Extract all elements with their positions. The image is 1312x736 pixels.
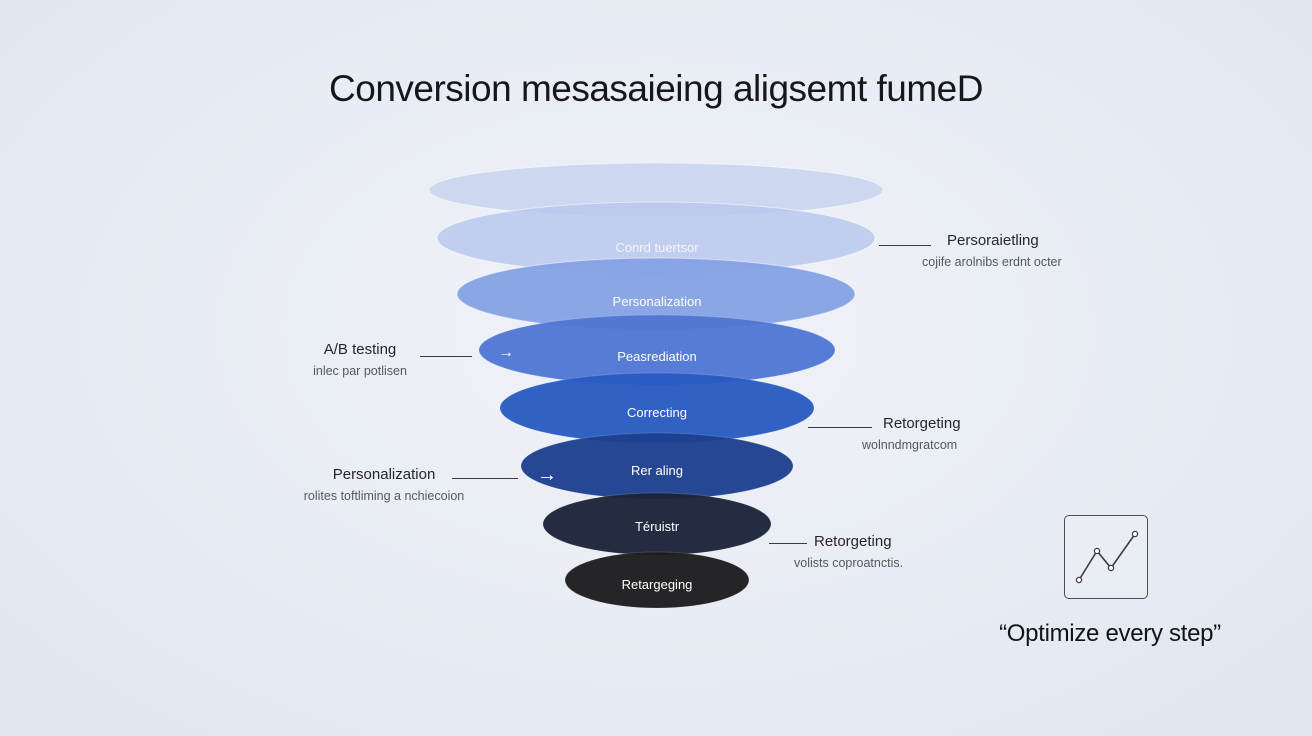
- funnel-layer-7: [564, 551, 750, 609]
- callout-heading: A/B testing: [323, 341, 397, 358]
- leader-line-left-1: [420, 356, 472, 357]
- funnel-layer-label-4: Correcting: [627, 405, 687, 420]
- callout-heading: Personalization: [332, 466, 436, 483]
- funnel-layer-label-1: Conrd tuertsor: [615, 240, 699, 255]
- callout-subtext: cojife arolnibs erdnt octer: [922, 255, 1062, 269]
- callout-heading: Retorgeting: [883, 415, 961, 432]
- leader-line-right-3: [769, 543, 807, 544]
- callout-subtext: volists coproatnctis.: [794, 556, 904, 570]
- leader-line-right-2: [808, 427, 872, 428]
- funnel-layer-label-2: Personalization: [612, 294, 702, 309]
- line-chart-icon: [1064, 515, 1148, 599]
- funnel-layer-label-5: Rer aling: [630, 463, 684, 478]
- callout-subtext: wolnndmgratcom: [862, 438, 958, 452]
- callout-subtext: rolites toftliming a nchiecoion: [303, 489, 465, 503]
- leader-line-right-1: [879, 245, 931, 246]
- arrow-icon: →: [498, 344, 514, 361]
- funnel-layer-label-7: Retargeging: [621, 577, 693, 592]
- tagline-quote: “Optimize every step”: [999, 620, 1221, 647]
- line-chart-icon-graphic: [1075, 530, 1139, 584]
- callout-subtext: inlec par potlisen: [313, 364, 407, 378]
- leader-line-left-2: [452, 478, 518, 479]
- callout-left-1: A/B testing inlec par potlisen: [300, 341, 420, 378]
- page-title: Conversion mesasaieing aligsemt fumeD: [329, 68, 983, 109]
- callout-right-2: Retorgeting wolnndmgratcom: [862, 415, 961, 452]
- funnel-layer-label-3: Peasrediation: [617, 349, 697, 364]
- callout-heading: Persoraietling: [947, 232, 1039, 249]
- arrow-icon: →: [537, 464, 557, 486]
- callout-right-3: Retorgeting volists coproatnctis.: [794, 533, 903, 570]
- funnel-layer-label-6: Téruistr: [634, 519, 680, 534]
- callout-right-1: Persoraietling cojife arolnibs erdnt oct…: [922, 232, 1062, 269]
- callout-left-2: Personalization rolites toftliming a nch…: [296, 466, 472, 503]
- callout-heading: Retorgeting: [814, 533, 892, 550]
